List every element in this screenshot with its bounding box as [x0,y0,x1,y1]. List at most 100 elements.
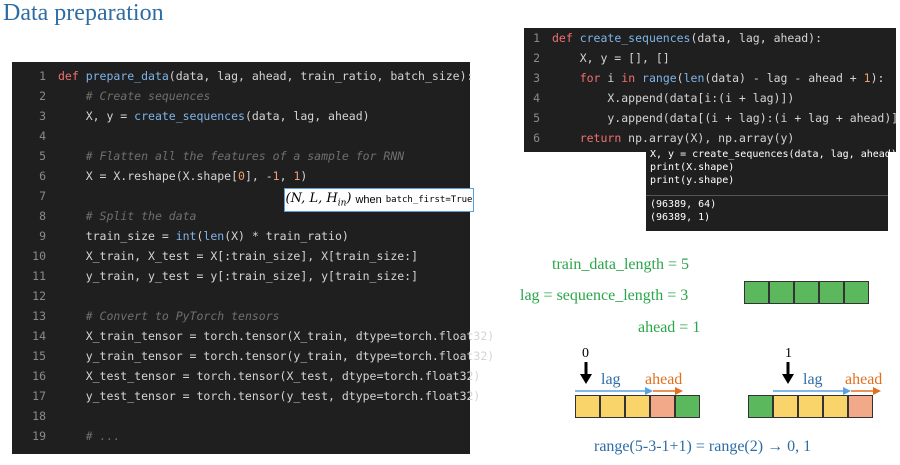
code-line: 2 # Create sequences [12,86,470,106]
code-token: ( [196,229,204,243]
w0-cell-4 [650,395,675,418]
code-token: np.array(X), np.array(y) [628,131,795,145]
code-token: 1 [863,71,871,85]
shape-tooltip: (N, L, Hin) when batch_first=True [284,188,474,212]
code-token: ) [300,169,308,183]
full-sequence-cells [744,281,869,304]
code-token: (data, lag, ahead) [244,109,370,123]
code-token: ], - [244,169,273,183]
code-line: 4 X.append(data[i:(i + lag)]) [524,88,896,108]
code-token: int [175,229,197,243]
window-1-ahead-arrowhead [873,387,881,395]
code-token: # ... [85,429,121,443]
code-line: 6 X = X.reshape(X.shape[0], -1, 1) [12,166,470,186]
code-token: for [579,71,608,85]
nb-cmd-3: print(y.shape) [650,175,734,186]
code-token: len [683,71,705,85]
line-number: 18 [32,409,46,423]
code-token: , [279,169,294,183]
line-number: 6 [533,131,540,145]
range-equation: range(5-3-1+1) = range(2) → 0, 1 [594,438,812,455]
line-number: 11 [32,269,46,283]
seq-cell-5 [844,281,869,304]
nb-output-2: (96389, 1) [650,212,711,223]
nb-separator [646,195,888,196]
code-token [58,209,86,223]
code-token: X, y = [58,109,135,123]
code-token: # Create sequences [85,89,211,103]
code-token: i [607,71,622,85]
w1-cell-2 [773,395,798,418]
window-1-index: 1 [785,346,792,361]
line-number: 5 [39,149,46,163]
window-0-lag-arrowhead [645,387,653,395]
code-token [58,89,86,103]
code-token: def [58,69,86,83]
code-token: train_size = [58,229,176,243]
line-number: 7 [39,189,46,203]
code-line: 10 X_train, X_test = X[:train_size], X[t… [12,246,470,266]
code-line: 8 # Split the data [12,206,470,226]
code-line: 16 X_test_tensor = torch.tensor(X_test, … [12,366,480,386]
code-token: create_sequences [134,109,245,123]
line-number: 9 [39,229,46,243]
window-1-cells [748,395,873,418]
code-token: X, y = [], [] [552,51,670,65]
code-token [58,309,86,323]
code-line: 3 X, y = create_sequences(data, lag, ahe… [12,106,470,126]
code-token: y_test_tensor = torch.tensor(y_test, dty… [58,389,481,403]
code-line: 5 y.append(data[(i + lag):(i + lag + ahe… [524,108,900,128]
nb-output-1: (96389, 64) [650,199,717,210]
code-token: len [203,229,225,243]
code-token [552,71,580,85]
seq-cell-4 [819,281,844,304]
seq-cell-1 [744,281,769,304]
line-number: 16 [32,369,46,383]
seq-cell-3 [794,281,819,304]
line-number: 4 [533,91,540,105]
line-number: 4 [39,129,46,143]
window-1-arrows [773,387,881,395]
tooltip-math: (N, L, Hin) [285,191,352,209]
code-token: return [579,131,629,145]
line-number: 3 [39,109,46,123]
line-number: 3 [533,71,540,85]
code-line: 5 # Flatten all the features of a sample… [12,146,470,166]
w0-cell-5 [675,395,700,418]
code-token: 1 [272,169,280,183]
line-number: 8 [39,209,46,223]
code-token: 1 [293,169,301,183]
line-number: 2 [39,89,46,103]
code-token: X_train, X_test = X[:train_size], X[trai… [58,249,419,263]
code-line: 3 for i in range(len(data) - lag - ahead… [524,68,896,88]
line-number: 1 [39,69,46,83]
w1-cell-3 [798,395,823,418]
train-data-length-label: train_data_length = 5 [552,256,689,273]
code-token: def [552,31,580,45]
w0-cell-1 [575,395,600,418]
code-token: (data) - lag - ahead + [704,71,864,85]
code-line: 9 train_size = int(len(X) * train_ratio) [12,226,470,246]
code-line: 13 # Convert to PyTorch tensors [12,306,470,326]
window-1-ahead-label: ahead [845,371,883,388]
page-title: Data preparation [3,0,164,26]
code-token: in [621,71,643,85]
code-token: y_train_tensor = torch.tensor(y_train, d… [58,349,495,363]
code-line: 6 return np.array(X), np.array(y) [524,128,896,148]
notebook-cell: X, y = create_sequences(data, lag, ahead… [646,147,897,231]
code-token [58,429,86,443]
w1-cell-5 [848,395,873,418]
code-token: # Flatten all the features of a sample f… [85,149,405,163]
window-0-ahead-arrowhead [675,387,683,395]
line-number: 10 [32,249,46,263]
code-line: 2 X, y = [], [] [524,48,896,68]
nb-cmd-2: print(X.shape) [650,162,734,173]
line-number: 6 [39,169,46,183]
code-line: 14 X_train_tensor = torch.tensor(X_train… [12,326,494,346]
line-number: 2 [533,51,540,65]
window-0-ahead-label: ahead [645,371,683,388]
line-number: 17 [32,389,46,403]
line-number: 15 [32,349,46,363]
